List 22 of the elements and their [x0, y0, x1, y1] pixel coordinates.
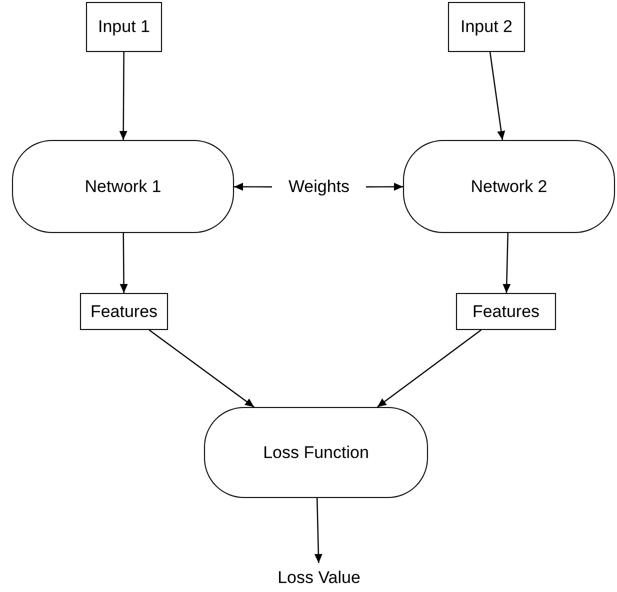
process-box [80, 293, 168, 330]
node-label: Network 1 [84, 176, 162, 198]
arrow [314, 498, 322, 564]
arrow [119, 52, 128, 140]
node-label: Features [90, 300, 158, 323]
node-label: Network 2 [470, 176, 548, 198]
process-box [86, 2, 162, 52]
arrow [502, 232, 511, 294]
process-box [448, 2, 525, 52]
arrow [120, 233, 128, 293]
arrow [489, 52, 506, 140]
process-box [456, 293, 556, 330]
node-label: Loss Function [263, 442, 369, 464]
node-label: Input 2 [460, 16, 512, 38]
arrow [366, 182, 403, 191]
node-label: Input 1 [98, 16, 150, 38]
arrow [376, 330, 482, 408]
node-label: Loss Value [278, 567, 360, 590]
node-label: Weights [288, 176, 350, 198]
arrow [148, 330, 254, 408]
node-label: Features [472, 300, 540, 323]
arrow [234, 182, 272, 191]
